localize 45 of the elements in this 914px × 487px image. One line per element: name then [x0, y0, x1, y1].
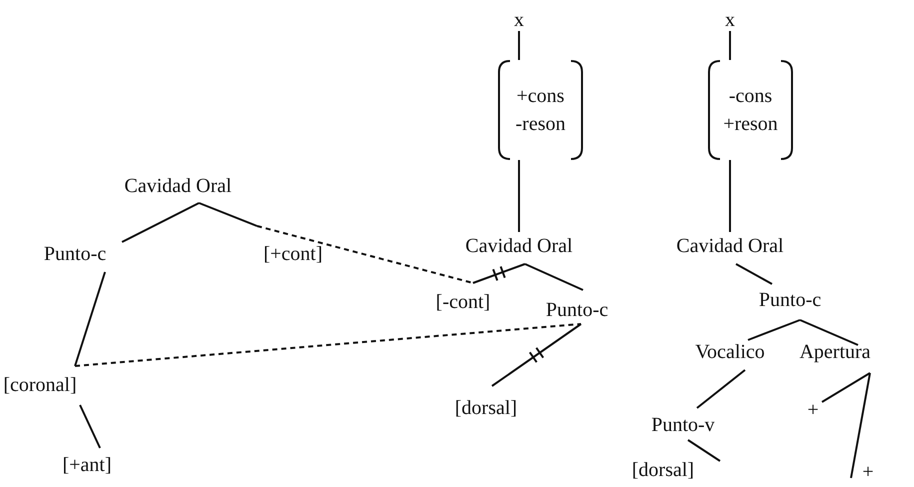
- association-line: [518, 31, 520, 60]
- tree-node-label: [dorsal]: [454, 397, 518, 419]
- tree-node-label: Punto-c: [44, 243, 106, 265]
- feature-values: -cons +reson: [723, 84, 778, 137]
- tree-node-label: [coronal]: [3, 374, 77, 396]
- association-line: [729, 31, 731, 60]
- delink-mark: [528, 346, 544, 364]
- tree-node-label: Cavidad Oral: [676, 235, 784, 257]
- association-line: [491, 323, 582, 387]
- delink-mark: [492, 266, 506, 282]
- association-line: [79, 404, 101, 448]
- feature-values: +cons -reson: [516, 84, 566, 137]
- tree-node-label: +: [862, 461, 874, 483]
- tree-node-label: Apertura: [799, 341, 871, 363]
- tree-node-label: Punto-v: [651, 414, 715, 436]
- tree-node-label: Cavidad Oral: [124, 175, 232, 197]
- association-line: [198, 202, 258, 227]
- association-line: [821, 372, 871, 403]
- association-line: [800, 319, 858, 346]
- dashed-association-line: [74, 323, 582, 367]
- association-line: [518, 160, 520, 232]
- tree-node-label: Cavidad Oral: [465, 235, 573, 257]
- dashed-association-line: [256, 225, 474, 284]
- association-line: [850, 372, 871, 478]
- tree-node-label: [dorsal]: [632, 459, 694, 481]
- tree-node-label: x: [514, 9, 524, 31]
- association-line: [524, 263, 584, 291]
- feature-matrix: [708, 60, 793, 160]
- tree-node-label: [+ant]: [62, 454, 112, 476]
- feature-matrix: [498, 60, 583, 160]
- association-line: [74, 272, 106, 366]
- tree-node-label: +: [807, 399, 819, 421]
- association-line: [736, 263, 772, 285]
- association-line: [729, 160, 731, 232]
- tree-node-label: Vocalico: [695, 341, 765, 363]
- association-line: [748, 319, 800, 341]
- association-line: [687, 439, 721, 462]
- tree-node-label: [+cont]: [263, 243, 323, 265]
- tree-node-label: x: [725, 9, 735, 31]
- tree-node-label: [-cont]: [436, 291, 490, 313]
- association-line: [696, 369, 746, 409]
- association-line: [122, 202, 200, 243]
- association-line: [472, 263, 526, 284]
- tree-node-label: Punto-c: [546, 299, 608, 321]
- tree-node-label: Punto-c: [758, 289, 822, 311]
